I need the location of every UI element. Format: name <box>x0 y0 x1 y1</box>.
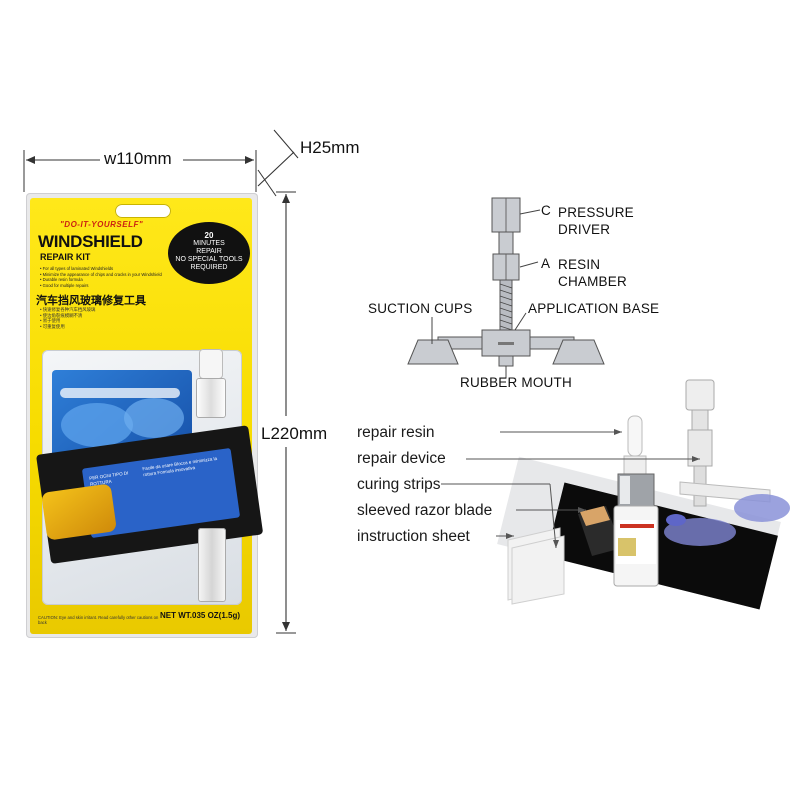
label-line: CHAMBER <box>558 274 627 289</box>
chinese-feature-item: • 快速修复各种汽车挡风玻璃 <box>40 307 96 312</box>
contents-item-curing-strips: curing strips <box>357 476 441 493</box>
chinese-feature-item: • 易于使用 <box>40 318 61 324</box>
contents-item-instruction-sheet: instruction sheet <box>357 528 470 545</box>
badge-line: REPAIR <box>196 248 222 255</box>
contents-item-repair-resin: repair resin <box>357 424 435 441</box>
package-caution: CAUTION: Eye and skin irritant. Read car… <box>38 615 159 626</box>
contents-item-razor-blade: sleeved razor blade <box>357 502 493 519</box>
contents-item-repair-device: repair device <box>357 450 446 467</box>
diagram-letter-a: A <box>541 256 551 271</box>
feature-item: • For all types of laminated Windshields <box>40 266 114 271</box>
feature-item: • Minimize the appearance of chips and c… <box>40 271 162 277</box>
feature-item: • Durable resin formula <box>40 277 83 283</box>
badge-line: 20 <box>204 231 214 240</box>
resin-chamber-label: RESIN CHAMBER <box>558 256 627 290</box>
rubber-mouth-label: RUBBER MOUTH <box>460 375 572 390</box>
hang-hole <box>115 204 171 218</box>
package-chinese-list: • 快速修复各种汽车挡风玻璃 • 使边角裂痕模糊不清 • 易于使用 • 可重复使… <box>40 307 95 329</box>
suction-cup-shapes <box>60 388 184 447</box>
chinese-feature-item: • 可重复使用 <box>40 323 65 329</box>
diagram-letter-c: C <box>541 203 551 218</box>
badge-line: NO SPECIAL TOOLS <box>175 256 243 263</box>
badge-line: MINUTES <box>193 240 225 247</box>
package-feature-list: • For all types of laminated Windshields… <box>40 266 170 288</box>
length-dimension-label: L220mm <box>261 424 328 443</box>
resin-bottle <box>196 378 226 418</box>
repair-time-badge: 20 MINUTES REPAIR NO SPECIAL TOOLS REQUI… <box>168 222 250 284</box>
package-net-weight: NET WT.035 OZ(1.5g) <box>160 611 241 620</box>
label-line: DRIVER <box>558 222 611 237</box>
label-line: RESIN <box>558 257 601 272</box>
badge-line: REQUIRED <box>190 264 228 271</box>
chinese-feature-item: • 使边角裂痕模糊不清 <box>40 312 83 318</box>
height-dimension-label: H25mm <box>300 138 360 157</box>
application-base-label: APPLICATION BASE <box>528 301 660 316</box>
label-line: PRESSURE <box>558 205 634 220</box>
suction-cups-label: SUCTION CUPS <box>368 301 473 316</box>
package-brand-tagline: "DO-IT-YOURSELF" <box>60 220 144 229</box>
package-chinese-title: 汽车挡风玻璃修复工具 <box>36 295 146 307</box>
width-dimension-label: w110mm <box>104 149 172 168</box>
package-subtitle: REPAIR KIT <box>40 252 91 262</box>
pressure-driver-label: PRESSURE DRIVER <box>558 204 634 238</box>
feature-item: • Good for multiple repairs <box>40 282 89 288</box>
resin-bottle-cap <box>199 349 223 379</box>
resin-vial <box>198 528 226 602</box>
package-title: WINDSHIELD <box>38 232 143 251</box>
